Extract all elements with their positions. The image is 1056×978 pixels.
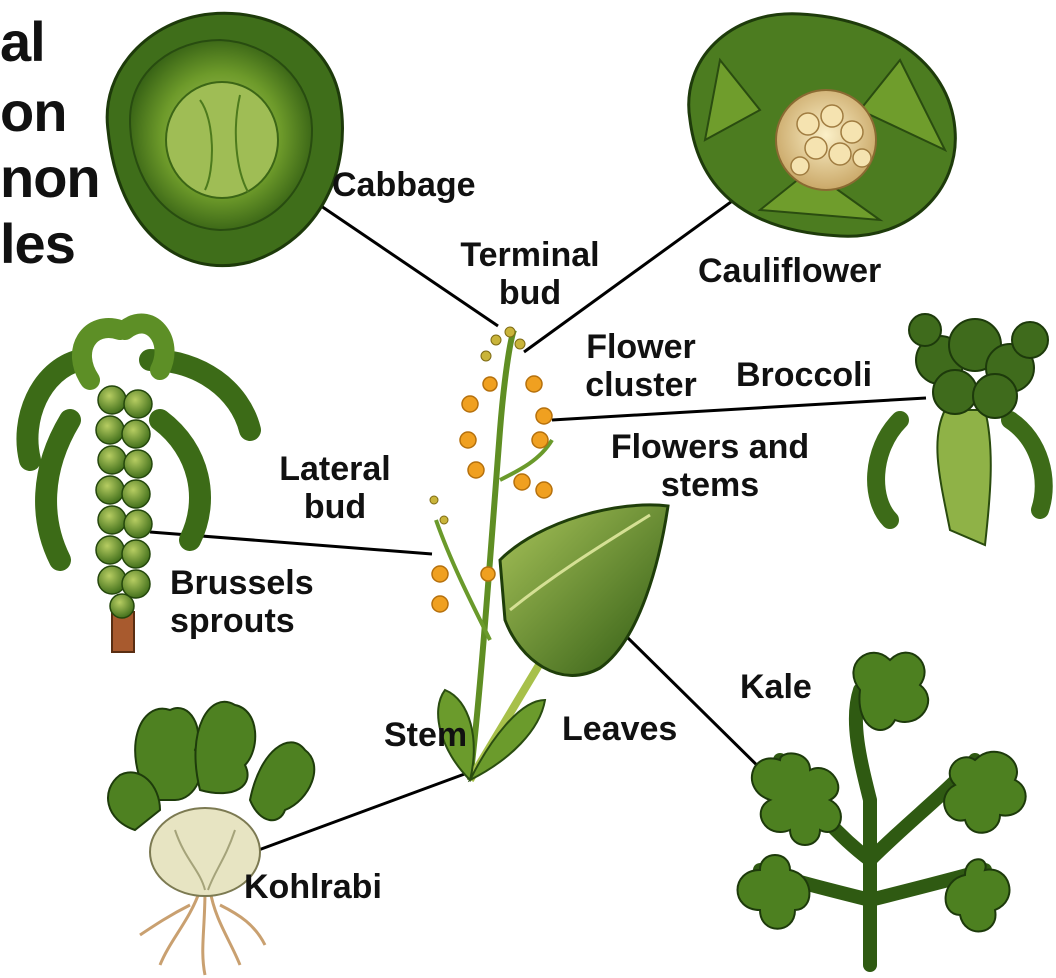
label-brussels-sprouts-line2: sprouts xyxy=(170,604,314,638)
label-cauliflower: Cauliflower xyxy=(698,254,881,288)
broccoli-illustration xyxy=(876,314,1048,545)
label-terminal-bud-line2: bud xyxy=(440,276,620,310)
kohlrabi-illustration xyxy=(108,702,314,975)
label-broccoli: Broccoli xyxy=(736,358,872,392)
label-brussels-sprouts: Brussels sprouts xyxy=(170,566,314,638)
label-brussels-sprouts-line1: Brussels xyxy=(170,566,314,600)
connector-kale xyxy=(626,636,774,782)
label-flower-cluster-line1: Flower xyxy=(566,330,716,364)
label-terminal-bud: Terminal bud xyxy=(440,238,620,310)
cabbage-illustration xyxy=(107,13,342,265)
label-leaves: Leaves xyxy=(562,712,677,746)
label-kale: Kale xyxy=(740,670,812,704)
label-terminal-bud-line1: Terminal xyxy=(440,238,620,272)
label-flowers-and-stems: Flowers and stems xyxy=(580,430,840,502)
label-flower-cluster: Flower cluster xyxy=(566,330,716,402)
label-flowers-and-stems-line2: stems xyxy=(580,468,840,502)
label-lateral-bud: Lateral bud xyxy=(260,452,410,524)
label-flower-cluster-line2: cluster xyxy=(566,368,716,402)
label-lateral-bud-line2: bud xyxy=(260,490,410,524)
label-cabbage: Cabbage xyxy=(332,168,476,202)
label-stem: Stem xyxy=(384,718,467,752)
label-lateral-bud-line1: Lateral xyxy=(260,452,410,486)
label-flowers-and-stems-line1: Flowers and xyxy=(580,430,840,464)
label-kohlrabi: Kohlrabi xyxy=(244,870,382,904)
